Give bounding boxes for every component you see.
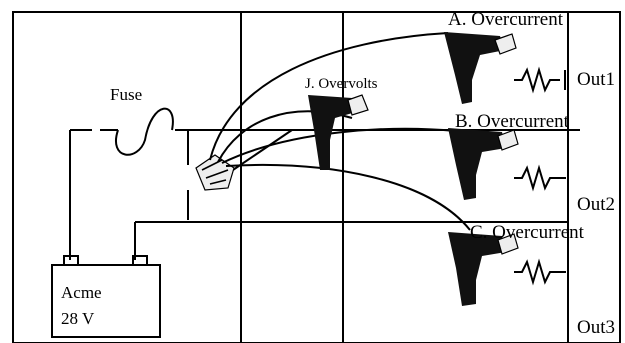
figure-A (444, 32, 517, 104)
diagram-frame (12, 11, 621, 343)
battery-name: Acme (61, 283, 102, 302)
figure-J (308, 94, 369, 170)
output-label-3: Out3 (577, 317, 615, 338)
battery-voltage: 28 V (61, 309, 95, 328)
resistor-out1 (514, 66, 566, 94)
battery: Acme 28 V (51, 255, 161, 338)
monitor-label-A: A. Overcurrent (448, 9, 564, 30)
figure-C (448, 232, 519, 306)
resistor-out2 (514, 164, 566, 192)
monitor-label-C: C. Overcurrent (470, 222, 585, 243)
output-label-1: Out1 (577, 69, 615, 90)
monitor-label-J: J. Overvolts (305, 76, 378, 92)
wire-hub (195, 154, 235, 191)
fuse-label: Fuse (110, 85, 142, 104)
figure-B (448, 128, 519, 200)
monitor-label-B: B. Overcurrent (455, 111, 570, 132)
fuse: Fuse (110, 85, 174, 156)
signal-cables (209, 32, 471, 231)
resistor-out3 (514, 258, 566, 286)
output-label-2: Out2 (577, 194, 615, 215)
